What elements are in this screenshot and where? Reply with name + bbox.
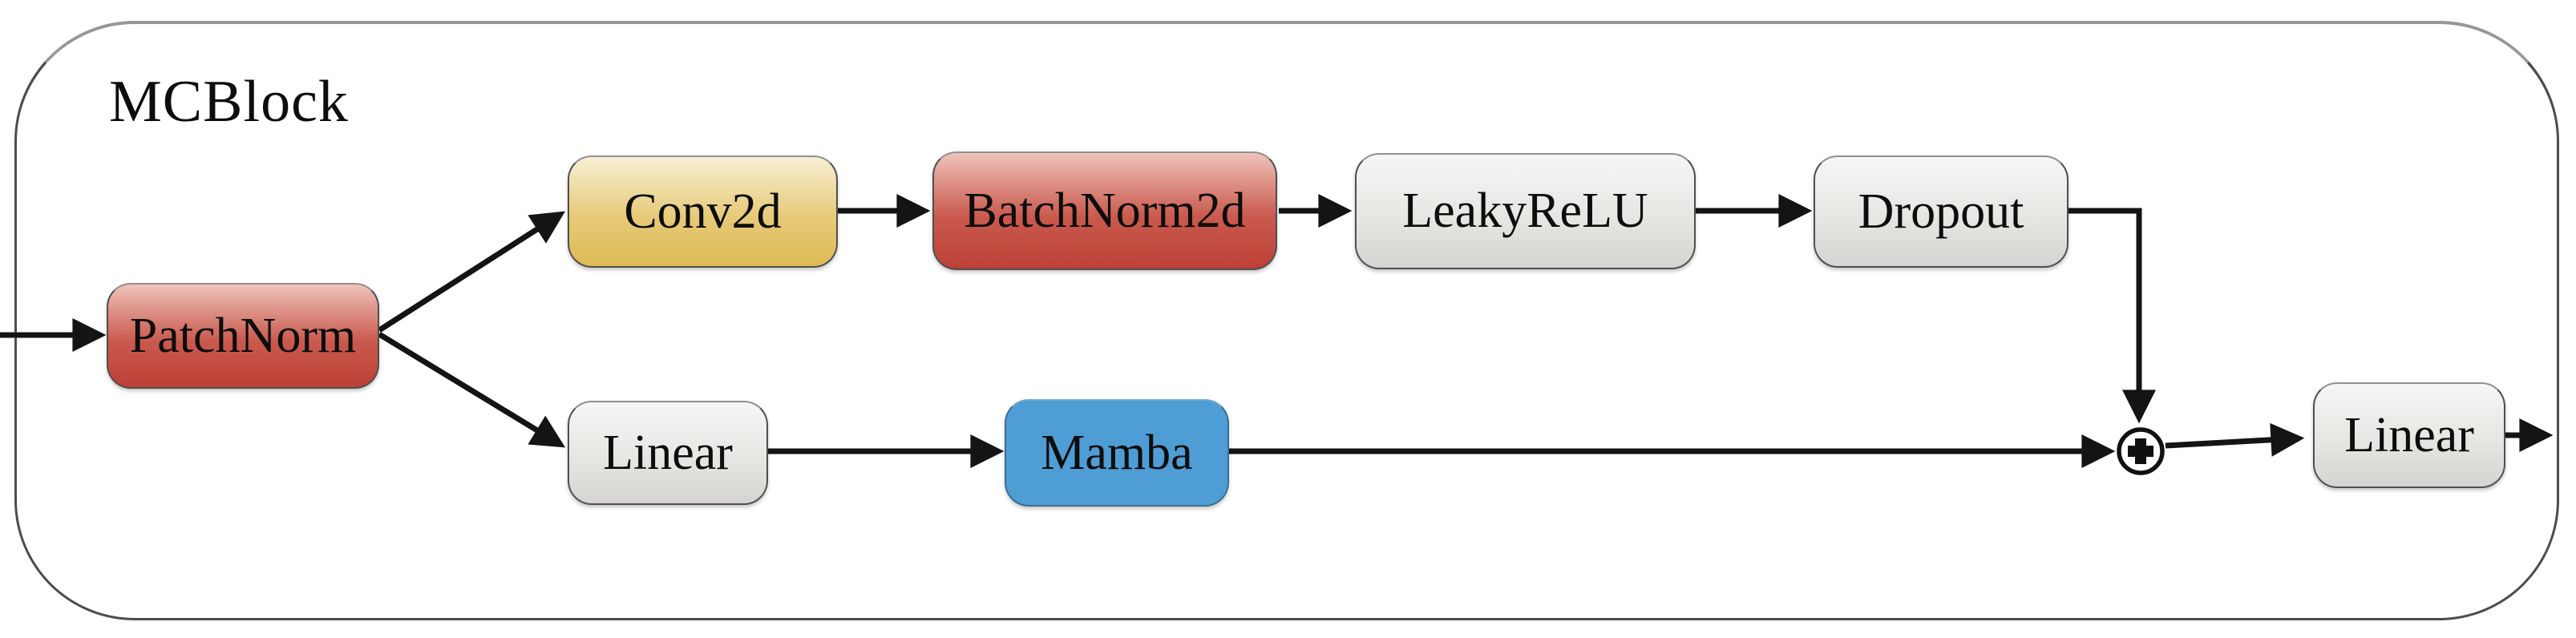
mcblock-frame	[14, 21, 2559, 620]
node-leakyrelu: LeakyReLU	[1355, 153, 1696, 269]
node-linear-bottom: Linear	[568, 401, 768, 505]
node-linear-out-label: Linear	[2344, 407, 2474, 462]
node-mamba-label: Mamba	[1041, 425, 1193, 480]
node-patchnorm-label: PatchNorm	[129, 308, 357, 363]
node-leakyrelu-label: LeakyReLU	[1402, 184, 1648, 238]
node-mamba: Mamba	[1005, 399, 1229, 507]
add-node	[2117, 427, 2165, 475]
node-linear-out: Linear	[2313, 382, 2505, 488]
node-batchnorm2d: BatchNorm2d	[932, 151, 1277, 270]
diagram-title: MCBlock	[109, 69, 349, 135]
node-patchnorm: PatchNorm	[107, 283, 379, 389]
edge-dropout-to-add	[2068, 208, 2156, 424]
edge-patchnorm-to-conv2d	[378, 211, 566, 333]
plus-icon	[2128, 438, 2153, 464]
node-conv2d-label: Conv2d	[624, 184, 782, 239]
edge-patchnorm-to-linear-bottom	[378, 332, 566, 448]
node-batchnorm2d-label: BatchNorm2d	[964, 183, 1246, 238]
node-conv2d: Conv2d	[568, 155, 838, 268]
node-dropout: Dropout	[1814, 155, 2068, 268]
node-dropout-label: Dropout	[1858, 184, 2024, 239]
node-linear-bottom-label: Linear	[603, 425, 733, 480]
edge-add-to-linear-out	[2165, 422, 2305, 457]
